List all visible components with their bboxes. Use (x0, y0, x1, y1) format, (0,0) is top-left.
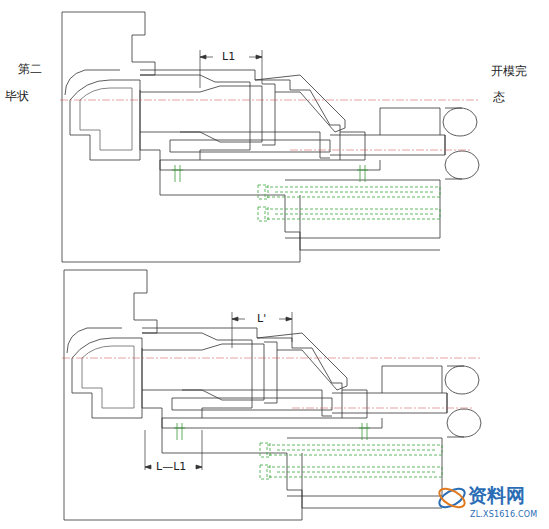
dimension-label: L—L1 (155, 460, 187, 473)
dimension-label: L1 (221, 50, 236, 63)
watermark-logo (436, 485, 467, 511)
state-label: 开模完 (491, 64, 527, 78)
dimension-label: L' (256, 312, 267, 325)
state-label: 毕状 (5, 89, 29, 103)
watermark-text: 资料网 (468, 484, 525, 507)
watermark-url: ZL.XS1616.COM (470, 510, 537, 520)
state-label: 态 (493, 90, 505, 104)
state-label: 第二 (18, 62, 42, 76)
